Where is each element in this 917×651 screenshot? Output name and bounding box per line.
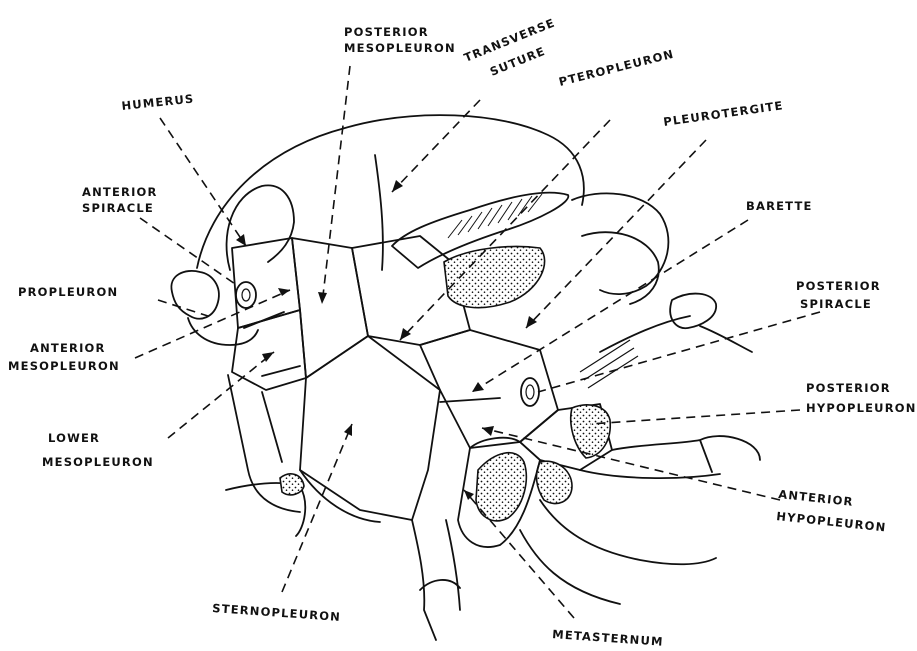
barette-arrow [472, 382, 484, 392]
label-posterior-hypopleuron-line1: POSTERIOR [806, 381, 891, 395]
lower-serrated-border [262, 366, 300, 376]
prothoracic-collar [188, 318, 258, 345]
anterior-spiracle-inner [242, 289, 250, 301]
metasternum-stipple [476, 453, 526, 521]
sternopleuron-leader [282, 424, 352, 592]
anterior-spiracle-leader [140, 218, 238, 286]
label-posterior-spiracle-line1: POSTERIOR [796, 279, 881, 293]
label-posterior-spiracle-line2: SPIRACLE [800, 297, 872, 311]
label-anterior-mesopleuron-line2: MESOPLEURON [8, 359, 120, 373]
label-anterior-spiracle-line1: ANTERIOR [82, 185, 158, 199]
metasternum-leader [464, 490, 574, 618]
label-lower-mesopleuron-line2: MESOPLEURON [42, 455, 154, 469]
posterior-hypopleuron-leader [590, 410, 800, 424]
posterior-spiracle-inner [526, 385, 534, 399]
label-propleuron: PROPLEURON [18, 285, 118, 299]
label-humerus: HUMERUS [121, 91, 195, 113]
transverse-suture-leader [392, 100, 480, 192]
leader-lines [135, 66, 820, 618]
anterior-spiracle-shape [236, 282, 256, 308]
humerus-outline [227, 185, 294, 270]
barette-serrated [440, 398, 500, 402]
sternopleuron-plate [300, 336, 440, 520]
middle-leg-joint [420, 580, 460, 590]
abdomen-lower [540, 500, 716, 564]
thorax-drawing [171, 115, 760, 640]
label-posterior-mesopleuron-line1: POSTERIOR [344, 25, 429, 39]
label-anterior-hypopleuron-line2: HYPOPLEURON [776, 509, 887, 534]
anterior-hypopleuron-arrow [482, 426, 494, 436]
halter-stem [600, 316, 690, 352]
pteropleuron-leader [400, 120, 610, 340]
label-metasternum: METASTERNUM [552, 627, 664, 649]
label-posterior-mesopleuron-line2: MESOPLEURON [344, 41, 456, 55]
label-anterior-spiracle-line2: SPIRACLE [82, 201, 154, 215]
label-anterior-hypopleuron-line1: ANTERIOR [778, 487, 855, 509]
humerus-arrow [236, 234, 246, 246]
posterior-mesopleuron-arrow [318, 292, 327, 304]
label-anterior-mesopleuron-line1: ANTERIOR [30, 341, 106, 355]
label-pleurotergite: PLEUROTERGITE [662, 98, 784, 129]
posterior-mesopleuron-leader [322, 66, 350, 304]
posterior-hypopleuron-stipple [571, 405, 610, 458]
label-pteropleuron: PTEROPLEURON [557, 47, 675, 89]
abdomen-lower-2 [520, 530, 620, 604]
label-posterior-hypopleuron-line2: HYPOPLEURON [806, 401, 917, 415]
front-leg-stipple [280, 474, 304, 495]
pleurotergite-leader [526, 140, 706, 328]
metasternum-arrow [464, 490, 474, 500]
halter [670, 294, 716, 329]
wing-bristles [448, 194, 542, 238]
propleuron-leader [158, 300, 208, 316]
mesopleuron-serrated-border [244, 312, 284, 328]
label-barette: BARETTE [746, 199, 813, 213]
label-lower-mesopleuron-line1: LOWER [48, 431, 100, 445]
transverse-suture-line [375, 155, 383, 270]
coxa-front-inner [262, 392, 282, 462]
lower-mesopleuron-leader [168, 352, 274, 438]
label-sternopleuron: STERNOPLEURON [212, 601, 342, 624]
humerus-leader [160, 118, 246, 246]
posterior-spiracle-shape [521, 378, 539, 406]
